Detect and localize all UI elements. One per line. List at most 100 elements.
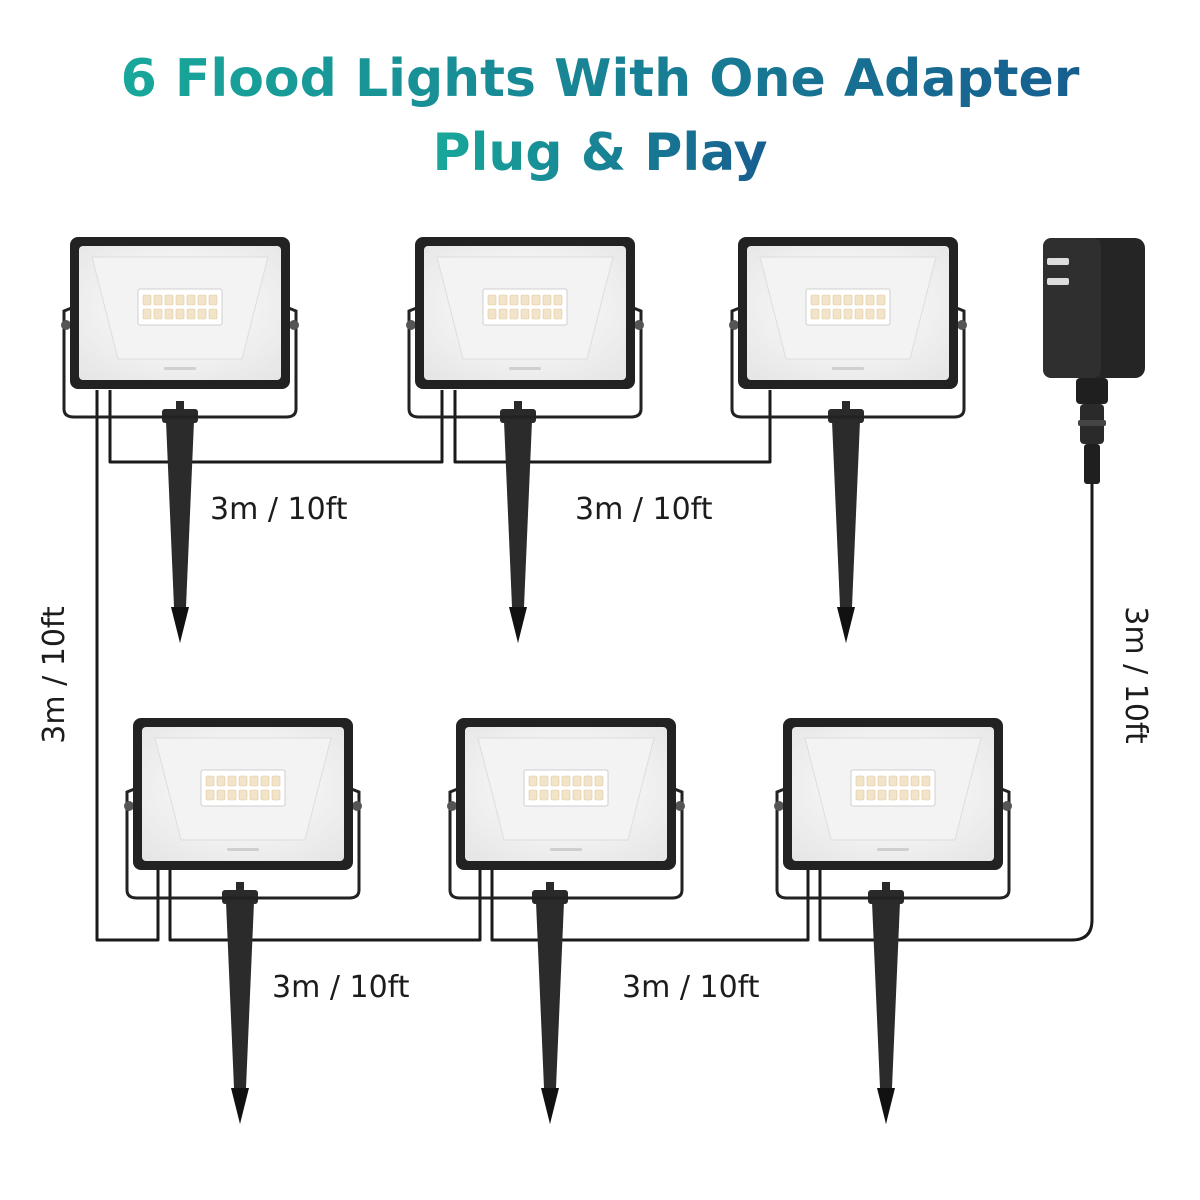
led-chip — [877, 775, 887, 787]
cable-label-bottom-right: 3m / 10ft — [622, 970, 760, 1005]
ground-stake — [504, 421, 532, 643]
led-board — [137, 288, 223, 326]
led-board — [200, 769, 286, 807]
led-chip — [876, 294, 886, 306]
stake-tip — [541, 1088, 559, 1124]
led-chip — [832, 294, 842, 306]
led-chip — [142, 294, 152, 306]
led-chip — [855, 775, 865, 787]
bracket-knob-right — [289, 320, 299, 330]
led-chip — [498, 308, 508, 320]
led-chip — [594, 789, 604, 801]
led-chip — [205, 789, 215, 801]
led-chip — [561, 789, 571, 801]
led-board — [850, 769, 936, 807]
led-chip — [821, 308, 831, 320]
led-chip — [227, 789, 237, 801]
led-chip — [572, 789, 582, 801]
led-chip — [531, 308, 541, 320]
flood-light-4 — [124, 718, 362, 1124]
stake-neck — [514, 401, 522, 415]
led-chip — [877, 789, 887, 801]
led-chip — [260, 775, 270, 787]
led-chip — [249, 775, 259, 787]
led-board — [805, 288, 891, 326]
led-chip — [498, 294, 508, 306]
bracket-knob-right — [352, 801, 362, 811]
led-chip — [542, 308, 552, 320]
stake-neck — [546, 882, 554, 896]
led-chip — [553, 308, 563, 320]
stake-neck — [236, 882, 244, 896]
led-chip — [238, 789, 248, 801]
stake-neck — [882, 882, 890, 896]
cable-label-left-vertical: 3m / 10ft — [37, 606, 72, 744]
led-chip — [854, 308, 864, 320]
heading-line-2: Plug & Play — [432, 123, 767, 183]
led-chip — [520, 294, 530, 306]
led-chip — [854, 294, 864, 306]
led-chip — [832, 308, 842, 320]
adapter-connector-ring — [1078, 420, 1106, 426]
flood-light-6 — [774, 718, 1012, 1124]
stake-neck — [842, 401, 850, 415]
flood-lights-group — [61, 237, 1012, 1124]
ground-stake — [166, 421, 194, 643]
led-chip — [208, 294, 218, 306]
cable-labels: 3m / 10ft 3m / 10ft 3m / 10ft 3m / 10ft … — [37, 492, 1153, 1005]
flood-light-2 — [406, 237, 644, 643]
led-chip — [487, 308, 497, 320]
led-chip — [153, 294, 163, 306]
led-chip — [550, 789, 560, 801]
brand-mark — [509, 367, 541, 370]
led-chip — [238, 775, 248, 787]
bracket-knob-right — [675, 801, 685, 811]
led-chip — [583, 775, 593, 787]
ground-stake — [226, 902, 254, 1124]
cable-top-2-3 — [453, 390, 772, 464]
led-chip — [205, 775, 215, 787]
flood-light-1 — [61, 237, 299, 643]
brand-mark — [227, 848, 259, 851]
bracket-knob-right — [634, 320, 644, 330]
adapter-cable-boot — [1084, 444, 1100, 484]
bracket-knob-left — [406, 320, 416, 330]
led-chip — [153, 308, 163, 320]
stake-tip — [231, 1088, 249, 1124]
cable-bottom-1-2 — [168, 870, 482, 942]
led-board — [482, 288, 568, 326]
led-chip — [594, 775, 604, 787]
led-chip — [487, 294, 497, 306]
led-chip — [899, 775, 909, 787]
adapter-plug-face — [1043, 238, 1101, 378]
adapter-strain-relief — [1076, 378, 1108, 404]
led-chip — [876, 308, 886, 320]
led-chip — [843, 294, 853, 306]
led-chip — [561, 775, 571, 787]
brand-mark — [877, 848, 909, 851]
led-chip — [175, 308, 185, 320]
led-chip — [539, 775, 549, 787]
ground-stake — [536, 902, 564, 1124]
flood-light-5 — [447, 718, 685, 1124]
stake-tip — [171, 607, 189, 643]
led-chip — [528, 775, 538, 787]
led-chip — [528, 789, 538, 801]
bracket-knob-right — [1002, 801, 1012, 811]
mounting-bracket — [62, 305, 298, 419]
led-chip — [227, 775, 237, 787]
brand-mark — [832, 367, 864, 370]
flood-light-3 — [729, 237, 967, 643]
heading: 6 Flood Lights With One Adapter Plug & P… — [121, 49, 1080, 183]
adapter-prong-bottom — [1047, 278, 1069, 285]
led-chip — [921, 775, 931, 787]
cable-label-top-right: 3m / 10ft — [575, 492, 713, 527]
mounting-bracket — [407, 305, 643, 419]
ground-stake — [832, 421, 860, 643]
led-chip — [821, 294, 831, 306]
led-chip — [910, 789, 920, 801]
led-chip — [866, 789, 876, 801]
brand-mark — [164, 367, 196, 370]
cable-label-right-vertical: 3m / 10ft — [1118, 606, 1153, 744]
led-chip — [855, 789, 865, 801]
